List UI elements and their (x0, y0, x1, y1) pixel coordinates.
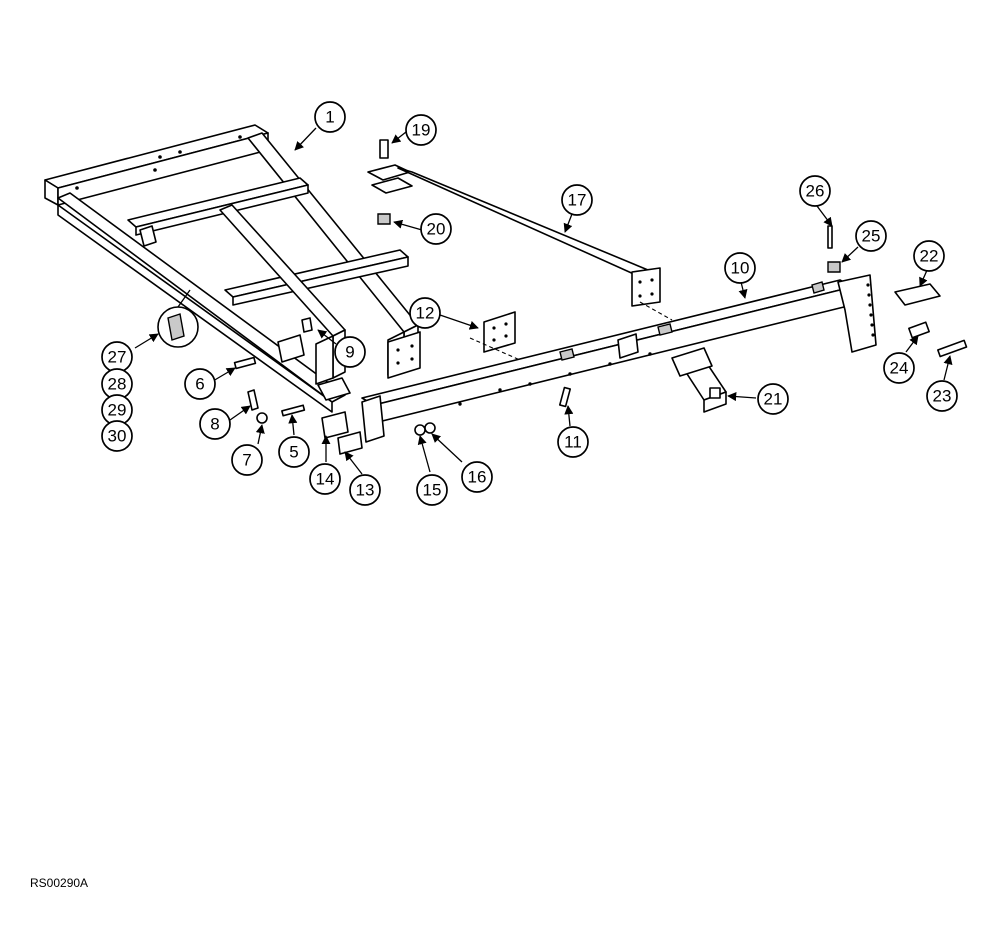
callout-6: 6 (184, 368, 216, 400)
callout-7: 7 (231, 444, 263, 476)
svg-text:28: 28 (108, 375, 127, 394)
callout-12: 12 (409, 297, 441, 329)
svg-text:11: 11 (564, 433, 582, 452)
reference-code: RS00290A (30, 876, 89, 890)
callout-20: 20 (420, 213, 452, 245)
callout-8: 8 (199, 408, 231, 440)
svg-text:22: 22 (920, 247, 939, 266)
svg-text:25: 25 (862, 227, 881, 246)
svg-text:20: 20 (427, 220, 446, 239)
callout-9: 9 (334, 336, 366, 368)
svg-text:17: 17 (568, 191, 587, 210)
callout-21: 21 (757, 383, 789, 415)
svg-text:23: 23 (933, 387, 952, 406)
brace-arm (367, 164, 661, 307)
callout-29: 29 (101, 394, 133, 426)
svg-text:21: 21 (764, 390, 783, 409)
svg-text:7: 7 (242, 451, 251, 470)
callout-24: 24 (883, 352, 915, 384)
hardware-parts (157, 139, 968, 455)
svg-text:6: 6 (195, 375, 204, 394)
main-frame-assembly (44, 124, 516, 413)
svg-text:9: 9 (345, 343, 354, 362)
callout-30: 30 (101, 420, 133, 452)
callout-19: 19 (405, 114, 437, 146)
callout-11: 11 (557, 426, 589, 458)
callout-23: 23 (926, 380, 958, 412)
svg-text:10: 10 (731, 259, 750, 278)
callout-17: 17 (561, 184, 593, 216)
svg-text:1: 1 (325, 108, 334, 127)
svg-text:16: 16 (468, 468, 487, 487)
connection-dash-a (469, 337, 521, 361)
callout-10: 10 (724, 252, 756, 284)
svg-text:19: 19 (412, 121, 431, 140)
hitch-tube (361, 274, 877, 443)
svg-text:15: 15 (423, 481, 442, 500)
callout-25: 25 (855, 220, 887, 252)
svg-text:13: 13 (356, 481, 375, 500)
svg-text:8: 8 (210, 415, 219, 434)
callout-14: 14 (309, 463, 341, 495)
svg-text:30: 30 (108, 427, 127, 446)
svg-text:27: 27 (108, 348, 127, 367)
svg-text:5: 5 (289, 443, 298, 462)
svg-text:12: 12 (416, 304, 435, 323)
callout-13: 13 (349, 474, 381, 506)
callout-1: 1 (314, 101, 346, 133)
svg-text:26: 26 (806, 182, 825, 201)
callout-16: 16 (461, 461, 493, 493)
callout-27: 27 (101, 341, 133, 373)
callout-22: 22 (913, 240, 945, 272)
callout-26: 26 (799, 175, 831, 207)
svg-text:14: 14 (316, 470, 335, 489)
svg-text:29: 29 (108, 401, 127, 420)
callout-15: 15 (416, 474, 448, 506)
callout-5: 5 (278, 436, 310, 468)
connection-dash-b (639, 301, 673, 321)
svg-text:24: 24 (890, 359, 909, 378)
